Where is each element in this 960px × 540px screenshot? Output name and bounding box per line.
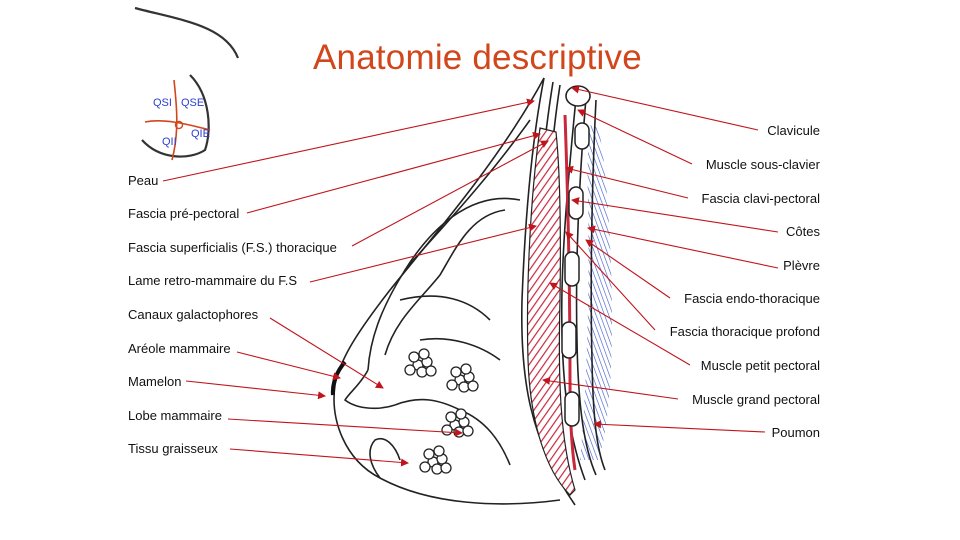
nipple-areola [330, 360, 347, 396]
label-fascia-superficialis: Fascia superficialis (F.S.) thoracique [128, 240, 337, 255]
label-fascia-clavi-pectoral: Fascia clavi-pectoral [701, 191, 821, 206]
label-fascia-endo-thoracique: Fascia endo-thoracique [684, 291, 820, 306]
label-lobe-mammaire: Lobe mammaire [128, 408, 222, 423]
label-plevre: Plèvre [783, 258, 820, 273]
label-clavicule: Clavicule [767, 123, 820, 138]
quadrant-qie-label: QIE [191, 128, 210, 140]
pectoralis-major-muscle [526, 127, 576, 496]
label-fascia-pre-pectoral: Fascia pré-pectoral [128, 206, 240, 221]
label-muscle-petit-pectoral: Muscle petit pectoral [700, 358, 820, 373]
quadrant-qsi-label: QSI [153, 97, 172, 109]
label-poumon: Poumon [771, 425, 820, 440]
label-fascia-thoracique-profond: Fascia thoracique profond [669, 324, 820, 339]
lung-shape [580, 125, 612, 460]
breast-outline [333, 77, 561, 505]
label-muscle-sous-clavier: Muscle sous-clavier [705, 157, 820, 172]
label-areole-mammaire: Aréole mammaire [128, 341, 231, 356]
right-leader-lines [542, 85, 779, 433]
label-cotes: Côtes [786, 224, 820, 239]
inset-torso-sketch [134, 6, 240, 161]
label-lame-retro-mammaire: Lame retro-mammaire du F.S [128, 273, 298, 288]
label-tissu-graisseux: Tissu graisseux [128, 441, 218, 456]
label-mamelon: Mamelon [128, 374, 182, 389]
label-peau: Peau [128, 173, 159, 188]
label-canaux-galactophores: Canaux galactophores [128, 307, 259, 322]
left-leader-lines [162, 98, 549, 467]
quadrant-qii-label: QII [162, 136, 177, 148]
slide-title: Anatomie descriptive [313, 38, 642, 77]
mammary-lobules [404, 348, 479, 475]
label-muscle-grand-pectoral: Muscle grand pectoral [692, 392, 820, 407]
quadrant-qse-label: QSE [181, 97, 205, 109]
